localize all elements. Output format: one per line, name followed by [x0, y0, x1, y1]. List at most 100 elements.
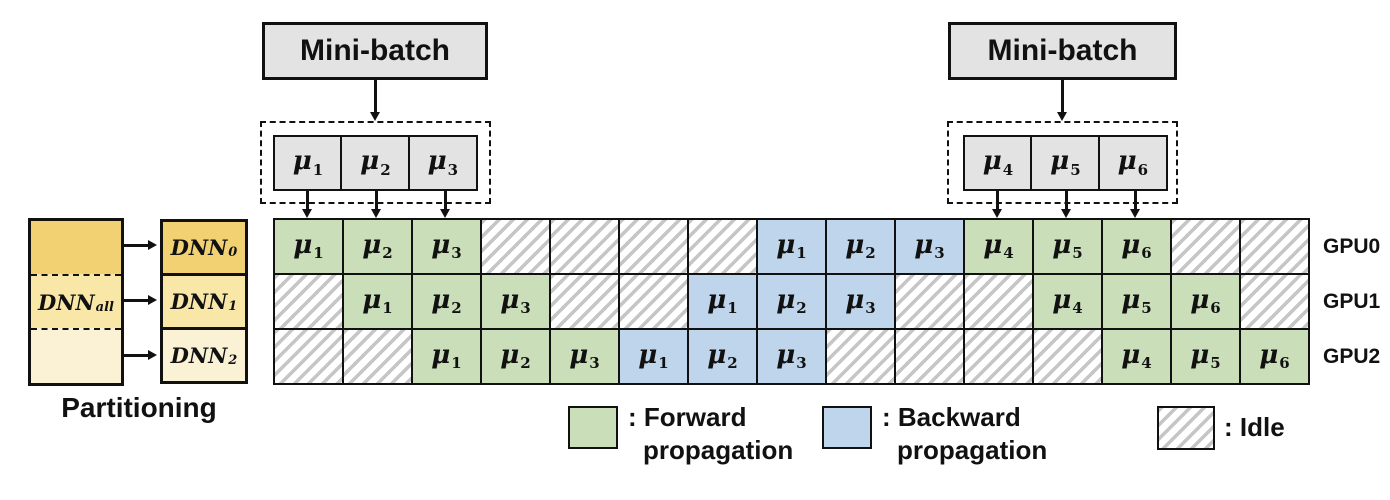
microbatch-arrow-5 [1065, 191, 1068, 209]
pipeline-cell-idle [964, 329, 1033, 384]
mu-symbol: μ [1190, 339, 1210, 370]
mu-subscript: 1 [727, 299, 738, 317]
mu-subscript: 1 [796, 244, 807, 262]
mu-symbol: μ [776, 339, 796, 370]
mu-symbol: μ [431, 339, 451, 370]
dnn2-subscript: 2 [228, 353, 238, 368]
dnn1-label: DNN [170, 289, 228, 314]
mu-symbol: μ [431, 284, 451, 315]
dnn-all-label: DNN [38, 289, 95, 315]
pipeline-cell-idle [343, 329, 412, 384]
mu-subscript: 2 [796, 299, 807, 317]
pipeline-cell-idle [481, 219, 550, 274]
partition-arrow-2 [124, 354, 148, 357]
mu-subscript: 4 [1141, 354, 1152, 372]
pipeline-cell-idle [274, 274, 343, 329]
mu-subscript: 5 [1070, 160, 1081, 179]
mu-symbol: μ [845, 284, 865, 315]
pipeline-cell-idle [688, 219, 757, 274]
mu-symbol: μ [1190, 284, 1210, 315]
mu-symbol: μ [845, 229, 865, 260]
microbatch-arrow-2 [375, 191, 378, 209]
mu-subscript: 4 [1072, 299, 1083, 317]
pipeline-cell-idle [895, 274, 964, 329]
mu-symbol: μ [569, 339, 589, 370]
mu-subscript: 2 [382, 244, 393, 262]
mu-subscript: 6 [1279, 354, 1290, 372]
legend-swatch-forward [568, 406, 618, 449]
pipeline-cell-idle [619, 219, 688, 274]
microbatch-arrow-4 [996, 191, 999, 209]
pipeline-cell-idle [550, 274, 619, 329]
mu-symbol: μ [427, 146, 447, 176]
mu-subscript: 5 [1210, 354, 1221, 372]
microbatch-group-right [947, 121, 1178, 204]
mu-subscript: 3 [589, 354, 600, 372]
gpu-row-label: GPU2 [1323, 344, 1381, 368]
mu-symbol: μ [1121, 284, 1141, 315]
mu-subscript: 2 [865, 244, 876, 262]
dnn-all-subscript: all [95, 299, 114, 315]
mu-symbol: μ [1259, 339, 1279, 370]
mu-subscript: 2 [520, 354, 531, 372]
mu-subscript: 3 [865, 299, 876, 317]
dnn-all-segment-0 [31, 221, 121, 274]
minibatch-box-left: Mini-batch [262, 22, 488, 80]
mu-subscript: 2 [380, 160, 391, 179]
mu-subscript: 3 [796, 354, 807, 372]
pipeline-cell-idle [964, 274, 1033, 329]
mu-symbol: μ [982, 146, 1002, 176]
mu-symbol: μ [1121, 229, 1141, 260]
mu-subscript: 1 [451, 354, 462, 372]
mu-subscript: 6 [1210, 299, 1221, 317]
mu-subscript: 6 [1137, 160, 1149, 179]
pipeline-cell-idle [1033, 329, 1102, 384]
mu-symbol: μ [983, 229, 1003, 260]
pipeline-cell-idle [1171, 219, 1240, 274]
mu-subscript: 3 [451, 244, 462, 262]
legend-backward-line1: : Backward [882, 402, 1021, 432]
mu-subscript: 5 [1072, 244, 1083, 262]
legend-label-idle: : Idle [1224, 411, 1285, 444]
minibatch-arrow-left [374, 80, 377, 112]
microbatch-arrow-3 [444, 191, 447, 209]
legend-forward-line1: : Forward [628, 402, 747, 432]
minibatch-box-right: Mini-batch [948, 22, 1177, 80]
partition-arrow-1 [124, 299, 148, 302]
pipeline-cell-idle [550, 219, 619, 274]
mu-subscript: 2 [451, 299, 462, 317]
gpu-row-label: GPU0 [1323, 234, 1381, 258]
mu-subscript: 1 [658, 354, 669, 372]
mu-symbol: μ [776, 284, 796, 315]
dnn0-subscript: 0 [228, 245, 238, 260]
mu-subscript: 3 [447, 160, 459, 179]
mu-subscript: 3 [934, 244, 945, 262]
